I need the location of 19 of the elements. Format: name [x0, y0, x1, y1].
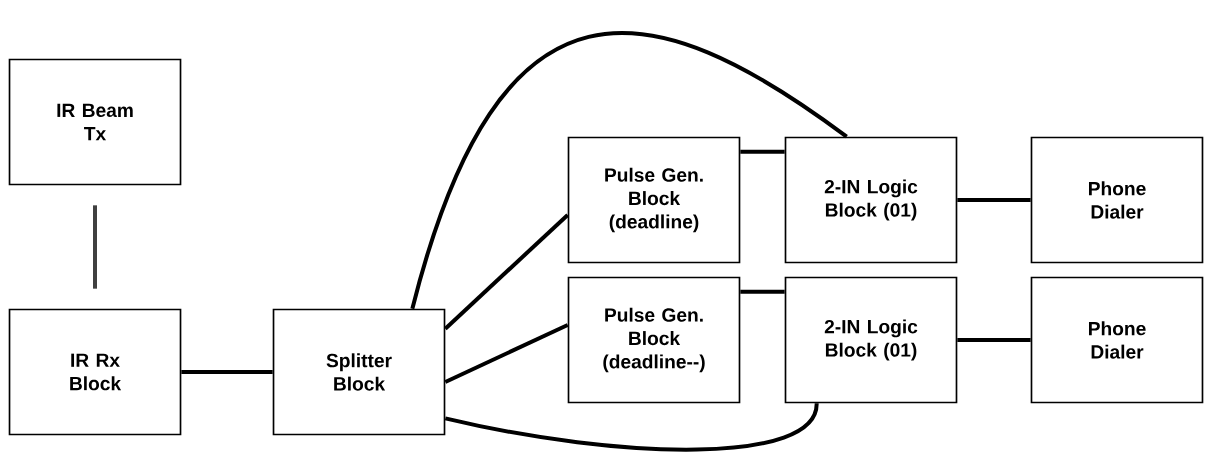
connector-line [444, 323, 569, 384]
block-box: 2-IN Logic Block (01) [784, 136, 958, 264]
connector-line [957, 338, 1031, 342]
block-box: Pulse Gen. Block (deadline--) [567, 276, 741, 404]
block-box: Phone Dialer [1030, 276, 1204, 404]
connector-line [181, 370, 273, 374]
block-box: IR Beam Tx [8, 58, 182, 186]
connector-line [957, 198, 1031, 202]
block-box: IR Rx Block [8, 308, 182, 436]
connector-line [740, 149, 785, 154]
block-box: Phone Dialer [1030, 136, 1204, 264]
block-box: Splitter Block [272, 308, 446, 436]
connector-line [444, 402, 819, 452]
connector-line [443, 213, 570, 331]
connector-line [93, 205, 97, 289]
connector-line [740, 289, 785, 294]
block-box: 2-IN Logic Block (01) [784, 276, 958, 404]
connector-line [410, 31, 848, 310]
block-box: Pulse Gen. Block (deadline) [567, 136, 741, 264]
